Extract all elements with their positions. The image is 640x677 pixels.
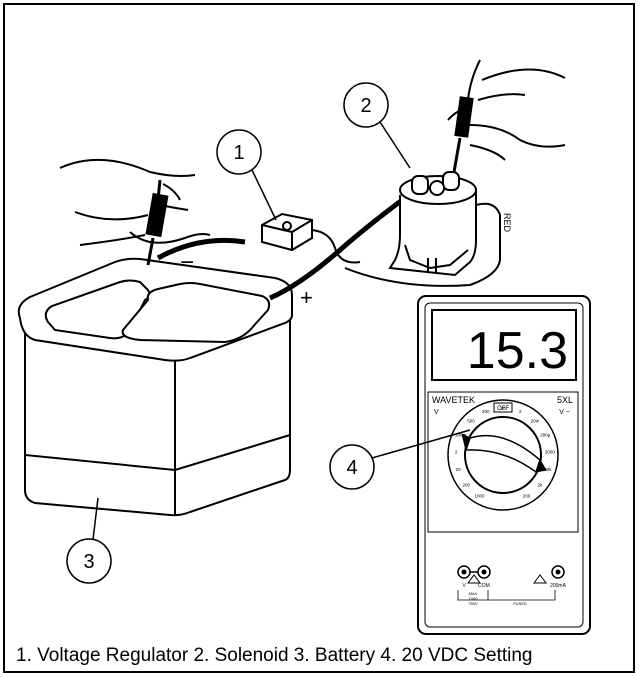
dial-range-label: 20 — [456, 467, 462, 472]
dial-range-label: 200 — [523, 494, 531, 499]
jack-com[interactable] — [478, 566, 490, 578]
figure-caption: 1. Voltage Regulator 2. Solenoid 3. Batt… — [16, 645, 533, 667]
jack-200ma-label: 200mA — [550, 583, 567, 589]
fused-label: FUSED — [513, 601, 527, 606]
jack-v[interactable] — [458, 566, 470, 578]
callout-3-number: 3 — [83, 551, 94, 573]
callout-1-number: 1 — [233, 142, 244, 164]
jack-com-label: COM — [478, 583, 490, 589]
positive-sign: + — [300, 285, 313, 310]
dial-range-label: 20m — [531, 419, 540, 424]
meter-reading: 15.3 — [467, 322, 568, 380]
jack-200ma[interactable] — [552, 566, 564, 578]
positive-probe — [448, 60, 565, 172]
multimeter: 15.3 WAVETEK 5XL V V ~ OFF 1000200202200… — [418, 296, 590, 634]
max-ac-label: 750V — [468, 601, 478, 606]
dial-range-label: 200 — [463, 482, 471, 487]
meter-brand: WAVETEK — [432, 395, 475, 405]
negative-sign: − — [180, 249, 194, 276]
callout-2-number: 2 — [360, 95, 371, 117]
red-lead-label: RED — [502, 213, 512, 233]
meter-model: 5XL — [557, 395, 573, 405]
battery — [19, 259, 292, 515]
dial-range-label: 20 — [500, 406, 506, 411]
dial-range-label: 2000 — [545, 450, 556, 455]
callout-1-leader — [252, 170, 276, 220]
dial-range-label: 200µ — [540, 433, 551, 438]
callout-4-number: 4 — [346, 457, 357, 479]
solenoid — [390, 172, 476, 275]
dc-volts-label: V — [434, 409, 439, 416]
voltage-regulator — [262, 214, 360, 262]
dial-range-label: 1000 — [474, 494, 485, 499]
dial-range-label: 500 — [467, 419, 475, 424]
negative-cable — [158, 240, 245, 258]
dial-range-label: 2k — [537, 482, 543, 487]
ac-volts-label: V ~ — [559, 409, 570, 416]
dial-range-label: 200 — [482, 409, 490, 414]
callout-2-leader — [380, 122, 410, 168]
